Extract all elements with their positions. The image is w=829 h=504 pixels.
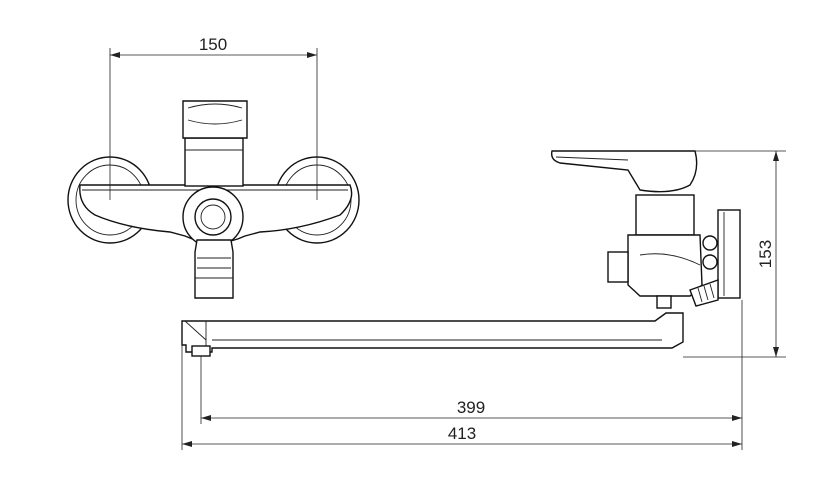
side-view	[550, 150, 741, 309]
spout	[181, 312, 684, 357]
side-body-column	[635, 194, 695, 236]
side-wall-flange	[717, 209, 741, 299]
dimension-top-width: 150	[109, 35, 318, 200]
dimension-horizontal: 399 413	[181, 300, 743, 450]
dimension-label-413: 413	[448, 424, 476, 443]
shower-outlet	[194, 239, 234, 299]
cartridge-column	[184, 137, 244, 187]
dimension-label-153: 153	[756, 240, 775, 268]
dimension-label-399: 399	[457, 398, 485, 417]
dimension-height: 153	[683, 150, 786, 358]
handle-top	[182, 100, 248, 139]
front-view	[67, 100, 360, 299]
side-knob	[607, 251, 629, 283]
dimension-label-150: 150	[199, 35, 227, 54]
lever-handle	[550, 150, 698, 193]
side-housing	[627, 234, 703, 297]
diverter-ring-outer	[182, 186, 244, 248]
